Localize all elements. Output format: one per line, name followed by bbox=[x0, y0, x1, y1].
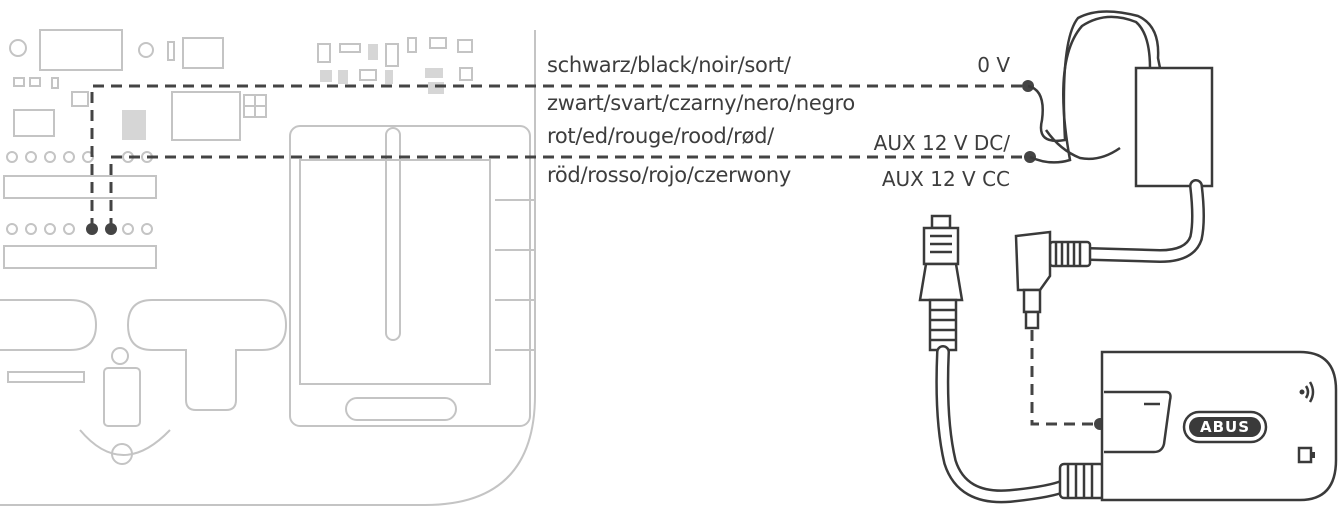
abus-module: ABUS bbox=[1100, 350, 1338, 502]
terminal-row-bottom bbox=[6, 223, 153, 235]
barrel-plug bbox=[1014, 230, 1092, 330]
terminal-row-top bbox=[6, 151, 153, 163]
black-wire-terminal: 0 V bbox=[977, 53, 1010, 77]
black-wire-colors-line2: zwart/svart/czarny/nero/negro bbox=[547, 91, 855, 115]
network-cable bbox=[918, 214, 1106, 504]
wire-power-to-device bbox=[1030, 330, 1106, 430]
wire-labels: schwarz/black/noir/sort/ 0 V zwart/svart… bbox=[547, 53, 1010, 191]
red-wire-colors-line1: rot/ed/rouge/rood/rød/ bbox=[547, 124, 775, 148]
red-wire-colors-line2: röd/rosso/rojo/czerwony bbox=[547, 163, 791, 187]
red-wire-terminal-line2: AUX 12 V CC bbox=[882, 167, 1010, 191]
brand-label: ABUS bbox=[1200, 418, 1250, 436]
black-wire-colors-line1: schwarz/black/noir/sort/ bbox=[547, 53, 792, 77]
power-adapter bbox=[1027, 10, 1214, 188]
abus-logo: ABUS bbox=[1182, 410, 1268, 444]
red-wire-terminal-line1: AUX 12 V DC/ bbox=[874, 131, 1011, 155]
control-panel-board bbox=[0, 29, 536, 506]
power-socket-icon bbox=[1297, 446, 1315, 464]
wifi-icon bbox=[1299, 381, 1315, 403]
power-cable bbox=[1083, 179, 1205, 264]
